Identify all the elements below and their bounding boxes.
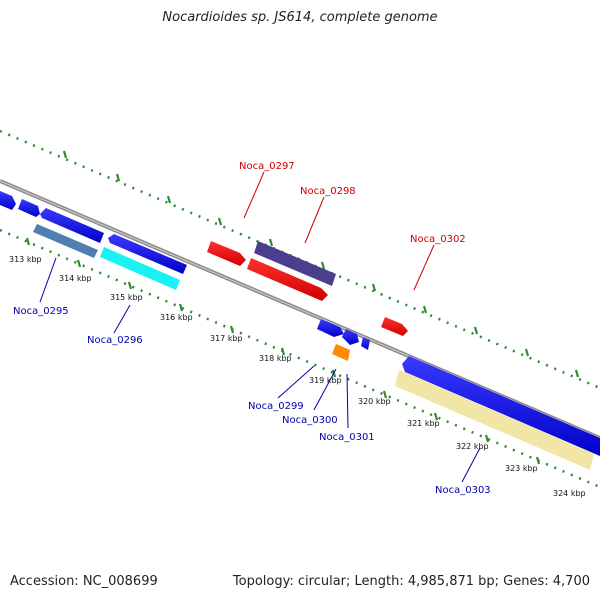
gene-label-noca-0299: Noca_0299 bbox=[248, 401, 304, 412]
tick-label: 323 kbp bbox=[505, 464, 538, 473]
gene-arrow bbox=[332, 344, 350, 361]
gene-arrow bbox=[402, 356, 600, 456]
gene-arrow bbox=[361, 337, 370, 350]
tick-label: 317 kbp bbox=[210, 334, 243, 343]
genome-info-text: Topology: circular; Length: 4,985,871 bp… bbox=[232, 574, 590, 589]
gene-label-noca-0297: Noca_0297 bbox=[239, 161, 295, 172]
map-title: Nocardioides sp. JS614, complete genome bbox=[162, 10, 438, 25]
gene-bar bbox=[254, 241, 336, 286]
gene-arrow bbox=[108, 234, 187, 274]
gene-arrow bbox=[342, 329, 359, 345]
gene-label-noca-0303: Noca_0303 bbox=[435, 485, 491, 496]
gene-arrow bbox=[317, 319, 344, 337]
gene-label-noca-0295: Noca_0295 bbox=[13, 306, 69, 317]
gene-arrow bbox=[40, 208, 104, 243]
gene-arrow bbox=[381, 317, 408, 336]
tick-label: 322 kbp bbox=[456, 442, 489, 451]
tick-label: 318 kbp bbox=[259, 354, 292, 363]
gene-bar bbox=[100, 247, 180, 290]
gene-label-noca-0296: Noca_0296 bbox=[87, 335, 143, 346]
gene-bar bbox=[395, 370, 594, 470]
tick-label: 313 kbp bbox=[9, 255, 42, 264]
tick-label: 314 kbp bbox=[59, 274, 92, 283]
gene-features bbox=[0, 191, 600, 470]
reverse-label-leaders bbox=[39, 257, 481, 483]
gene-label-noca-0298: Noca_0298 bbox=[300, 186, 356, 197]
gene-arrow bbox=[207, 241, 246, 266]
gene-arrow bbox=[0, 191, 16, 210]
tick-label: 319 kbp bbox=[309, 376, 342, 385]
gene-label-noca-0301: Noca_0301 bbox=[319, 432, 375, 443]
upper-dotted-track bbox=[0, 129, 600, 390]
accession-text: Accession: NC_008699 bbox=[10, 574, 158, 589]
lower-dotted-track bbox=[0, 228, 600, 489]
tick-label: 315 kbp bbox=[110, 293, 143, 302]
forward-gene-labels: Noca_0297 Noca_0298 Noca_0302 bbox=[239, 161, 466, 245]
gene-label-noca-0300: Noca_0300 bbox=[282, 415, 338, 426]
gene-label-noca-0302: Noca_0302 bbox=[410, 234, 466, 245]
tick-label: 324 kbp bbox=[553, 489, 586, 498]
upper-major-ticks bbox=[62, 150, 580, 378]
tick-labels: 313 kbp 314 kbp 315 kbp 316 kbp 317 kbp … bbox=[9, 255, 586, 498]
gene-bar bbox=[33, 224, 98, 258]
tick-label: 320 kbp bbox=[358, 397, 391, 406]
gene-arrow bbox=[247, 258, 328, 301]
tick-label: 316 kbp bbox=[160, 313, 193, 322]
forward-label-leaders bbox=[243, 171, 435, 291]
gene-arrow bbox=[18, 199, 40, 217]
tick-label: 321 kbp bbox=[407, 419, 440, 428]
reverse-gene-labels: Noca_0295 Noca_0296 Noca_0299 Noca_0300 … bbox=[13, 306, 491, 496]
